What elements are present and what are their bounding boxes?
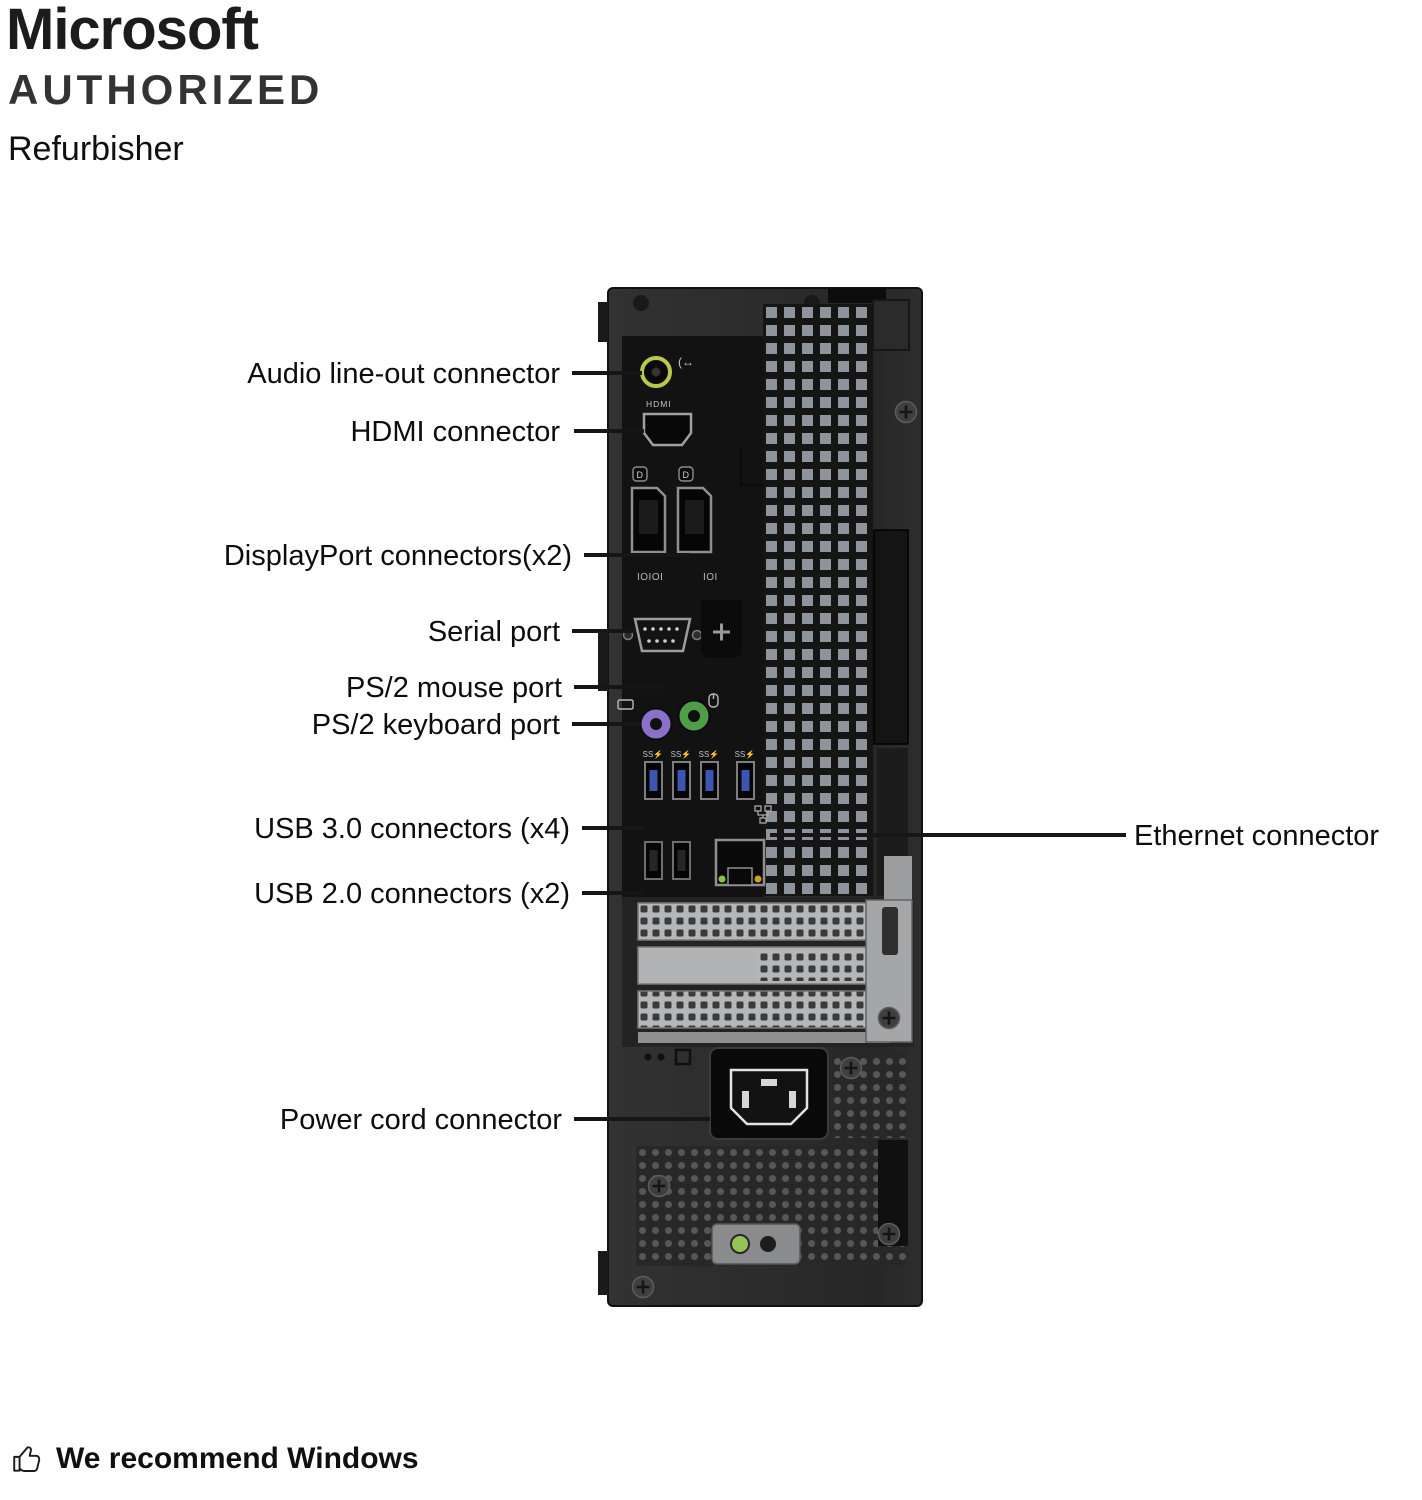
psu-area xyxy=(631,1047,908,1299)
brand-refurbisher: Refurbisher xyxy=(8,130,184,168)
footer: We recommend Windows xyxy=(10,1442,419,1476)
slot-cover-1 xyxy=(637,902,891,941)
chassis-tab xyxy=(598,302,608,342)
psu-test-button xyxy=(760,1236,776,1252)
serial-alt-marking: IOI xyxy=(703,572,718,583)
displayport-icon: D xyxy=(678,466,694,482)
callout-line-hdmi xyxy=(574,429,644,433)
callout-line-ps2-mouse xyxy=(574,685,664,689)
case-markings xyxy=(644,1048,692,1066)
label-serial: Serial port xyxy=(427,616,560,648)
slot-cover-3 xyxy=(637,990,891,1029)
shield-cut-line xyxy=(739,447,762,487)
label-ps2-keyboard: PS/2 keyboard port xyxy=(311,709,560,741)
screw xyxy=(647,1174,671,1198)
ethernet-led-amber xyxy=(754,875,762,883)
screw xyxy=(877,1006,901,1030)
usb2-port-1 xyxy=(644,841,663,880)
label-displayport: DisplayPort connectors(x2) xyxy=(223,540,572,572)
displayport-1-slot xyxy=(639,500,658,534)
serial-marking: IOIOI xyxy=(637,572,663,583)
security-slot xyxy=(828,288,886,303)
ps2-mouse-port xyxy=(677,699,711,733)
power-indicator-plate xyxy=(711,1223,801,1265)
brand-authorized: AUTHORIZED xyxy=(8,66,324,113)
hdmi-marking: HDMI xyxy=(646,399,672,409)
callout-line-audio xyxy=(572,371,642,375)
label-power-cord: Power cord connector xyxy=(279,1104,562,1136)
label-ethernet: Ethernet connector xyxy=(1134,820,1380,852)
label-usb2: USB 2.0 connectors (x2) xyxy=(254,878,570,910)
label-ps2-mouse: PS/2 mouse port xyxy=(346,672,562,704)
screw xyxy=(839,1056,863,1080)
keyboard-icon xyxy=(617,699,634,710)
usb3-port-2 xyxy=(672,761,691,800)
callout-line-displayport xyxy=(584,553,690,557)
expansion-slot-area xyxy=(622,856,914,1047)
callout-line-power xyxy=(574,1117,710,1121)
bracket-silver-upper xyxy=(884,856,912,902)
svg-text:D: D xyxy=(637,470,644,480)
label-hdmi: HDMI connector xyxy=(350,416,560,448)
chassis-tab xyxy=(598,1251,608,1295)
label-audio-line-out: Audio line-out connector xyxy=(247,358,560,390)
handle-recess xyxy=(873,529,909,745)
recommend-text: We recommend Windows xyxy=(56,1442,419,1475)
svg-text:D: D xyxy=(683,470,690,480)
mouse-icon xyxy=(708,693,719,708)
displayport-icon: D xyxy=(632,466,648,482)
ethernet-led-green xyxy=(718,875,726,883)
usb3-port-1 xyxy=(644,761,663,800)
vent-grille xyxy=(763,304,873,896)
screw xyxy=(877,1222,901,1246)
screw xyxy=(894,400,918,424)
svg-text:SS⚡: SS⚡ xyxy=(643,749,664,759)
svg-text:SS⚡: SS⚡ xyxy=(671,749,692,759)
brand-wordmark: Microsoft xyxy=(6,0,259,62)
callout-line-ps2-keyboard xyxy=(572,722,640,726)
blank-port-plate xyxy=(701,600,742,658)
usb3-port-3 xyxy=(700,761,719,800)
power-inlet xyxy=(709,1047,829,1140)
ethernet-port xyxy=(714,838,766,887)
chassis-tab xyxy=(598,633,608,691)
bracket-latch xyxy=(882,907,898,955)
callout-line-usb2 xyxy=(582,891,642,895)
hdmi-port xyxy=(642,412,693,447)
svg-text:SS⚡: SS⚡ xyxy=(699,749,720,759)
network-icon xyxy=(754,805,772,824)
computer-rear-view: (↔ HDMI D D IOIOI IOI xyxy=(598,287,923,1307)
ps2-keyboard-port xyxy=(639,707,673,741)
audio-out-icon: (↔ xyxy=(678,355,694,369)
slot-rail xyxy=(638,1032,890,1043)
callout-line-ethernet xyxy=(770,833,1126,837)
label-usb3: USB 3.0 connectors (x4) xyxy=(254,813,570,845)
displayport-2-slot xyxy=(685,500,704,534)
usb2-port-2 xyxy=(672,841,691,880)
screw xyxy=(631,1275,655,1299)
audio-line-out-port xyxy=(640,356,672,388)
power-led xyxy=(730,1234,750,1254)
thumbs-up-icon xyxy=(13,1446,41,1472)
callout-line-usb3 xyxy=(582,826,644,830)
usb3-markings: SS⚡ SS⚡ SS⚡ SS⚡ xyxy=(643,749,756,759)
latch-recess xyxy=(872,299,910,351)
usb3-port-4 xyxy=(736,761,755,800)
svg-text:SS⚡: SS⚡ xyxy=(735,749,756,759)
screw-hole xyxy=(633,295,649,311)
callout-line-serial xyxy=(572,629,636,633)
